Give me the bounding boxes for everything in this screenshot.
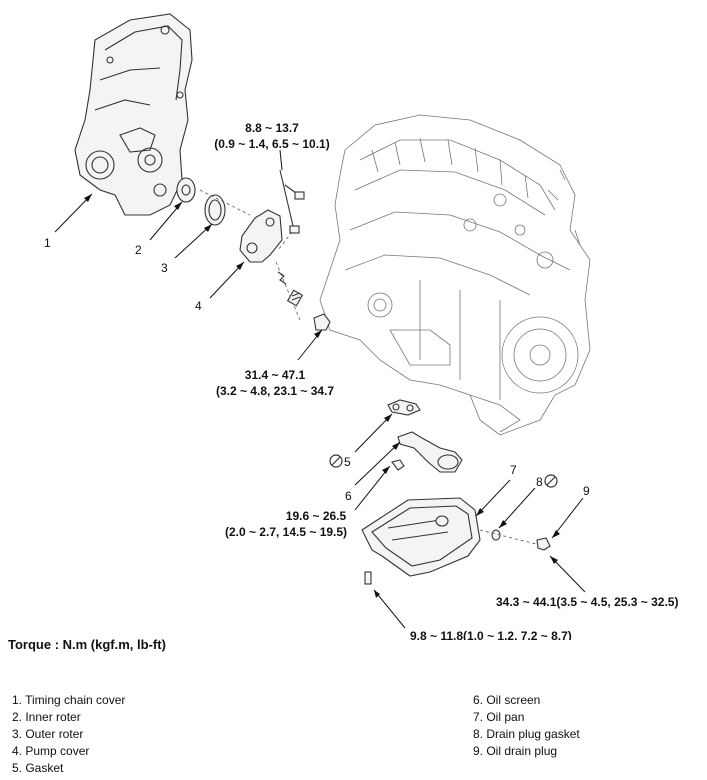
timing-chain-cover [74, 13, 193, 216]
legend-item: 4. Pump cover [12, 744, 90, 758]
legend-item: 5. Gasket [12, 761, 64, 775]
torque-screen-line2: (2.0 ~ 2.7, 14.5 ~ 19.5) [225, 525, 347, 539]
callout-3: 3 [161, 261, 168, 275]
callout-1: 1 [44, 236, 51, 250]
legend-item: 1. Timing chain cover [12, 693, 126, 707]
torque-relief-line2: (3.2 ~ 4.8, 23.1 ~ 34.7 [216, 384, 334, 398]
callout-5: 5 [344, 455, 351, 469]
oil-drain-plug [536, 537, 551, 551]
torque-drain-plug: 34.3 ~ 44.1(3.5 ~ 4.5, 25.3 ~ 32.5) [496, 595, 678, 609]
outer-rotor [204, 194, 226, 226]
no-reuse-icon [329, 454, 343, 468]
torque-unit-note: Torque : N.m (kgf.m, lb-ft) [8, 637, 166, 652]
legend-item: 3. Outer roter [12, 727, 84, 741]
callout-8: 8 [536, 475, 543, 489]
torque-bolt-top-line2: (0.9 ~ 1.4, 6.5 ~ 10.1) [214, 137, 329, 151]
callout-4: 4 [195, 299, 202, 313]
torque-relief-line1: 31.4 ~ 47.1 [245, 368, 306, 382]
oil-pan-bolt [364, 571, 372, 585]
engine-block [319, 114, 591, 436]
legend-item: 8. Drain plug gasket [473, 727, 580, 741]
leader-arrows [54, 149, 586, 629]
callout-6: 6 [345, 489, 352, 503]
oil-screen [391, 431, 463, 473]
callout-7: 7 [510, 463, 517, 477]
legend-right: 6. Oil screen 7. Oil pan 8. Drain plug g… [473, 692, 580, 760]
oil-pan [361, 497, 481, 577]
drain-plug-gasket [479, 529, 541, 546]
pump-cover-bolts [277, 169, 305, 251]
legend-left: 1. Timing chain cover 2. Inner roter 3. … [12, 692, 125, 777]
legend-item: 6. Oil screen [473, 693, 541, 707]
oil-pump-exploded-diagram: 1 2 3 4 5 6 7 8 9 8.8 ~ 13.7 (0.9 ~ 1.4,… [44, 13, 678, 640]
gasket [387, 399, 421, 416]
pump-cover [199, 189, 331, 331]
inner-rotor [176, 177, 196, 203]
torque-bolt-top-line1: 8.8 ~ 13.7 [245, 121, 299, 135]
torque-pan-bolt: 9.8 ~ 11.8(1.0 ~ 1.2, 7.2 ~ 8.7) [410, 629, 572, 640]
legend-item: 7. Oil pan [473, 710, 525, 724]
legend-item: 9. Oil drain plug [473, 744, 558, 758]
callout-9: 9 [583, 484, 590, 498]
torque-screen-line1: 19.6 ~ 26.5 [286, 509, 347, 523]
legend-item: 2. Inner roter [12, 710, 81, 724]
no-reuse-icon [544, 474, 558, 488]
callout-2: 2 [135, 243, 142, 257]
